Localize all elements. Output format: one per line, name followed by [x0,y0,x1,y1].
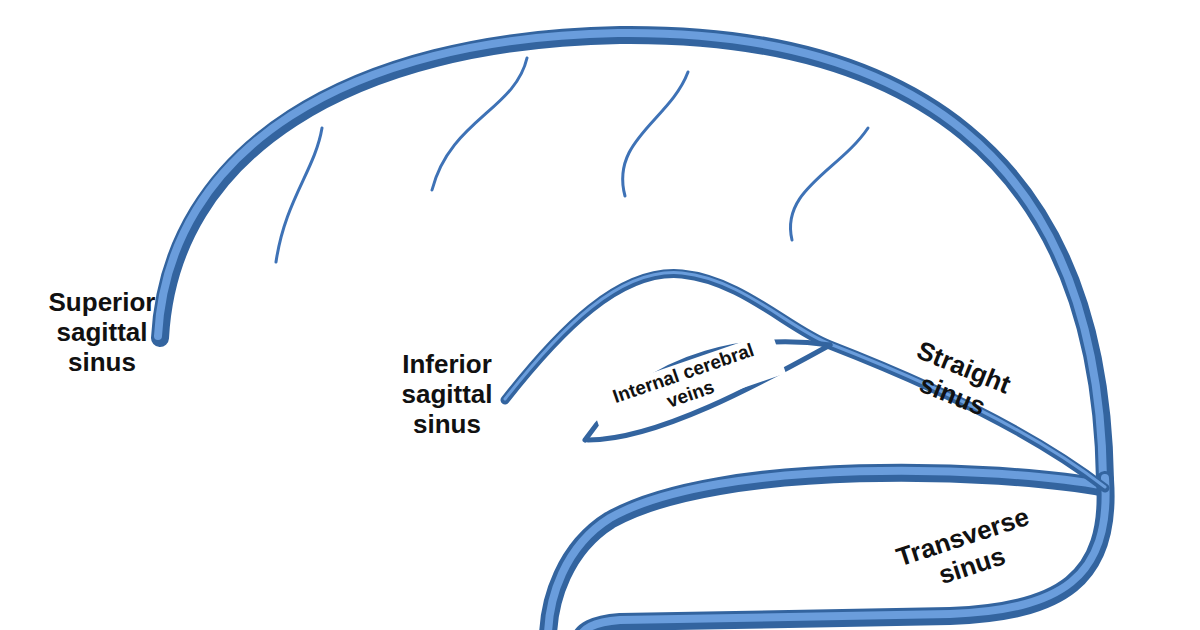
structure-label: Transverse sinus [875,496,1060,607]
sinus-highlight [578,478,1106,630]
superior-sagittal-sinus [160,35,1105,480]
structure-label: Superior sagittal sinus [22,288,182,378]
sinus-highlight [158,33,1103,478]
structure-label: Inferior sagittal sinus [372,350,522,440]
inferior-sagittal-straight-sinus [505,274,1105,488]
structure-label: Straight sinus [887,330,1030,434]
sinus-highlight [505,273,1105,487]
